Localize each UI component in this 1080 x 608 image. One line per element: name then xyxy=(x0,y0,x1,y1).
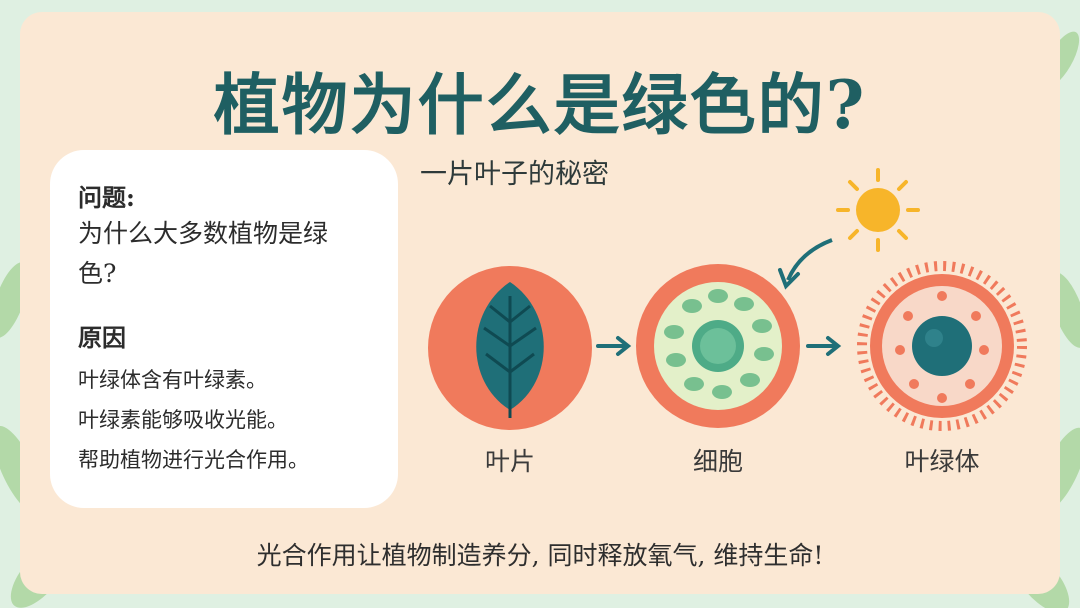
question-line-1: 为什么大多数植物是绿 xyxy=(78,219,329,248)
label-chloroplast: 叶绿体 xyxy=(904,447,980,476)
label-leaf: 叶片 xyxy=(484,447,535,476)
page-title: 植物为什么是绿色的? xyxy=(213,66,867,144)
subtitle: 一片叶子的秘密 xyxy=(420,159,609,190)
leaf-icon xyxy=(428,266,592,430)
reason-heading: 原因 xyxy=(78,323,126,352)
arrow-right-icon xyxy=(596,336,632,356)
label-cell: 细胞 xyxy=(692,447,743,476)
chloroplast-icon xyxy=(857,261,1027,431)
sun-icon xyxy=(836,168,920,252)
info-card: 问题: 为什么大多数植物是绿 色? 原因 叶绿体含有叶绿素。 叶绿素能够吸收光能… xyxy=(50,150,398,508)
question-heading: 问题: xyxy=(78,183,135,212)
reason-item: 叶绿体含有叶绿素。 xyxy=(78,368,267,392)
sunlight-arrow-icon xyxy=(778,238,833,290)
reason-item: 叶绿素能够吸收光能。 xyxy=(78,408,288,432)
reason-item: 帮助植物进行光合作用。 xyxy=(78,448,309,472)
cell-icon xyxy=(636,264,800,428)
arrow-right-icon xyxy=(806,336,842,356)
footer-caption: 光合作用让植物制造养分, 同时释放氧气, 维持生命! xyxy=(256,541,824,570)
question-line-2: 色? xyxy=(78,259,117,288)
